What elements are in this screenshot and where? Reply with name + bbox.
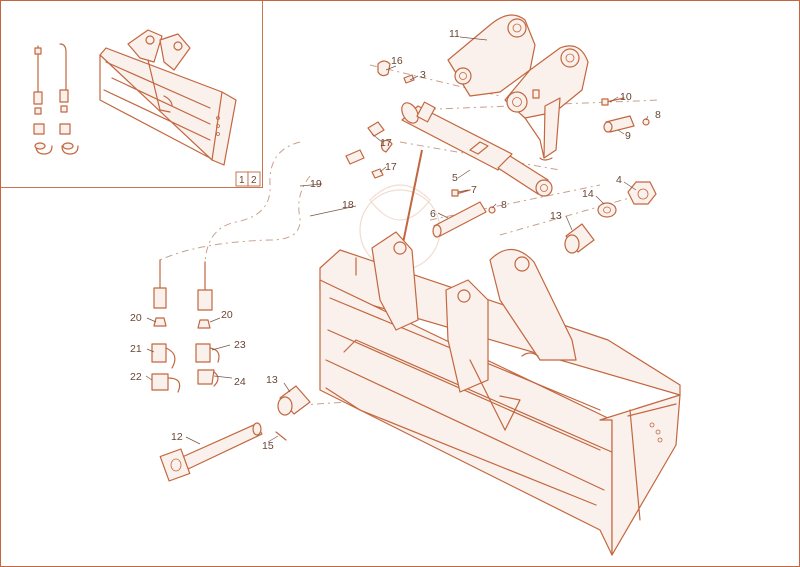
- callout-23: 23: [234, 339, 246, 351]
- callout-11: 11: [449, 28, 460, 40]
- callout-3: 3: [420, 69, 426, 81]
- part-pin-bolt: [451, 189, 471, 197]
- part-washer: [597, 202, 617, 218]
- callout-7: 7: [471, 184, 477, 196]
- inset-frame: [0, 0, 263, 188]
- callout-20-left: 20: [130, 312, 142, 324]
- callout-numbers: 11 16 3 10 8 9 17 17 5 7 6 8 4 14 13 19 …: [130, 28, 661, 452]
- inset-page-selector[interactable]: 1 2: [235, 171, 261, 187]
- part-nut: [627, 181, 657, 205]
- page-2-box[interactable]: [247, 171, 261, 187]
- callout-22: 22: [130, 371, 142, 383]
- part-hose-end-right: [195, 261, 220, 387]
- part-bucket: [319, 231, 681, 556]
- callout-9: 9: [625, 130, 631, 142]
- part-grease-nipple: [403, 74, 415, 84]
- inset-overview: 1 2: [0, 0, 263, 188]
- callout-8-upper: 8: [655, 109, 661, 121]
- part-clip-upper: [642, 118, 650, 126]
- part-bolt: [601, 97, 625, 106]
- inset-hose-right: [59, 43, 79, 155]
- callout-15: 15: [262, 440, 274, 452]
- callout-13-lower: 13: [266, 374, 278, 386]
- part-hydraulic-cylinder: [401, 101, 553, 197]
- callout-19: 19: [310, 178, 322, 190]
- part-bushing-lower: [277, 385, 311, 416]
- callout-6: 6: [430, 208, 436, 220]
- inset-bucket: [99, 29, 237, 166]
- callout-13-upper: 13: [550, 210, 562, 222]
- page-1-label[interactable]: 1: [239, 175, 245, 186]
- part-cotter-pin: [275, 431, 287, 441]
- part-elbow-fitting: [377, 60, 391, 77]
- part-hose-end-left: [151, 259, 181, 393]
- part-pin-long: [432, 201, 487, 238]
- callout-18: 18: [342, 199, 354, 211]
- page-2-label[interactable]: 2: [251, 175, 257, 186]
- callout-leaders: [145, 36, 649, 445]
- callout-21: 21: [130, 343, 142, 355]
- part-hose-fitting-upper: [367, 121, 393, 153]
- part-clip-lower: [488, 206, 496, 214]
- part-main-pin: [159, 422, 263, 482]
- part-pin-short: [603, 115, 635, 133]
- callout-5: 5: [452, 172, 458, 184]
- hydraulic-hose: [401, 149, 423, 249]
- inset-hose-left: [33, 45, 53, 155]
- callout-10: 10: [620, 91, 632, 103]
- callout-17-lower: 17: [385, 161, 397, 173]
- callout-16: 16: [391, 55, 403, 67]
- assembly-guide-lines: [159, 64, 661, 406]
- part-hose-fitting-lower: [345, 149, 384, 179]
- callout-12: 12: [171, 431, 183, 443]
- callout-8-lower: 8: [501, 199, 507, 211]
- callout-4: 4: [616, 174, 622, 186]
- part-bushing-upper: [564, 223, 595, 254]
- callout-14: 14: [582, 188, 594, 200]
- callout-17-upper: 17: [380, 137, 392, 149]
- part-quick-coupler: [447, 14, 589, 161]
- callout-20-right: 20: [221, 309, 233, 321]
- callout-24: 24: [234, 376, 246, 388]
